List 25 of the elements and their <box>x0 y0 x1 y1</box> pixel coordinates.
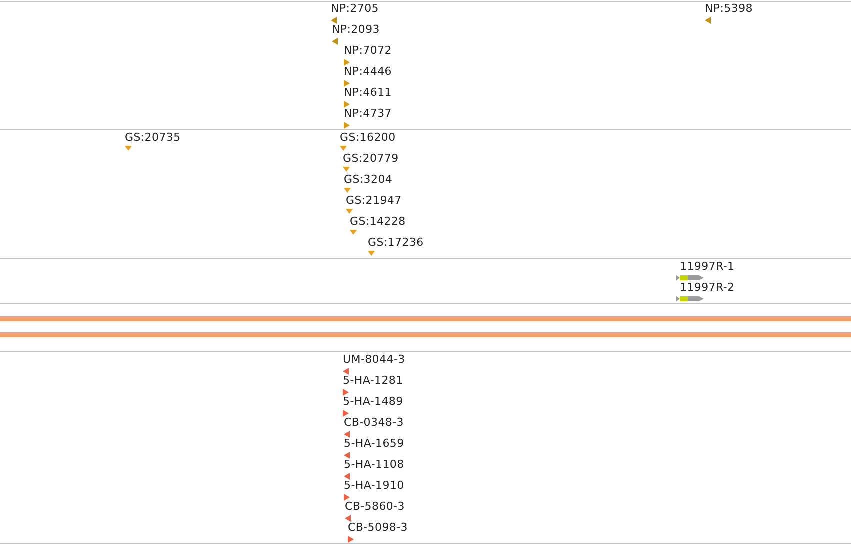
feature-label: GS:17236 <box>368 236 424 249</box>
feature-label: NP:4611 <box>344 86 392 99</box>
feature-label: CB-5098-3 <box>348 521 408 534</box>
feature-label: GS:20735 <box>125 131 181 144</box>
feature-label: 5-HA-1659 <box>344 437 404 450</box>
feature-label: GS:16200 <box>340 131 396 144</box>
feature-label: NP:2093 <box>332 23 380 36</box>
feature-label: 5-HA-1108 <box>344 458 404 471</box>
feature-label: NP:7072 <box>344 44 392 57</box>
feature-label: GS:21947 <box>346 194 402 207</box>
feature-label: 11997R-1 <box>680 260 735 273</box>
feature-label: NP:4446 <box>344 65 392 78</box>
feature-label: UM-8044-3 <box>343 353 406 366</box>
feature-label: GS:20779 <box>343 152 399 165</box>
feature-label: GS:14228 <box>350 215 406 228</box>
feature-label: NP:5398 <box>705 2 753 15</box>
feature-label: NP:4737 <box>344 107 392 120</box>
feature-label: 11997R-2 <box>680 281 735 294</box>
feature-label: GS:3204 <box>344 173 393 186</box>
feature-label: 5-HA-1489 <box>343 395 404 408</box>
feature-label: CB-0348-3 <box>344 416 404 429</box>
feature-label: 5-HA-1281 <box>343 374 404 387</box>
feature-label: NP:2705 <box>331 2 379 15</box>
feature-label: CB-5860-3 <box>345 500 405 513</box>
feature-label: 5-HA-1910 <box>344 479 404 492</box>
